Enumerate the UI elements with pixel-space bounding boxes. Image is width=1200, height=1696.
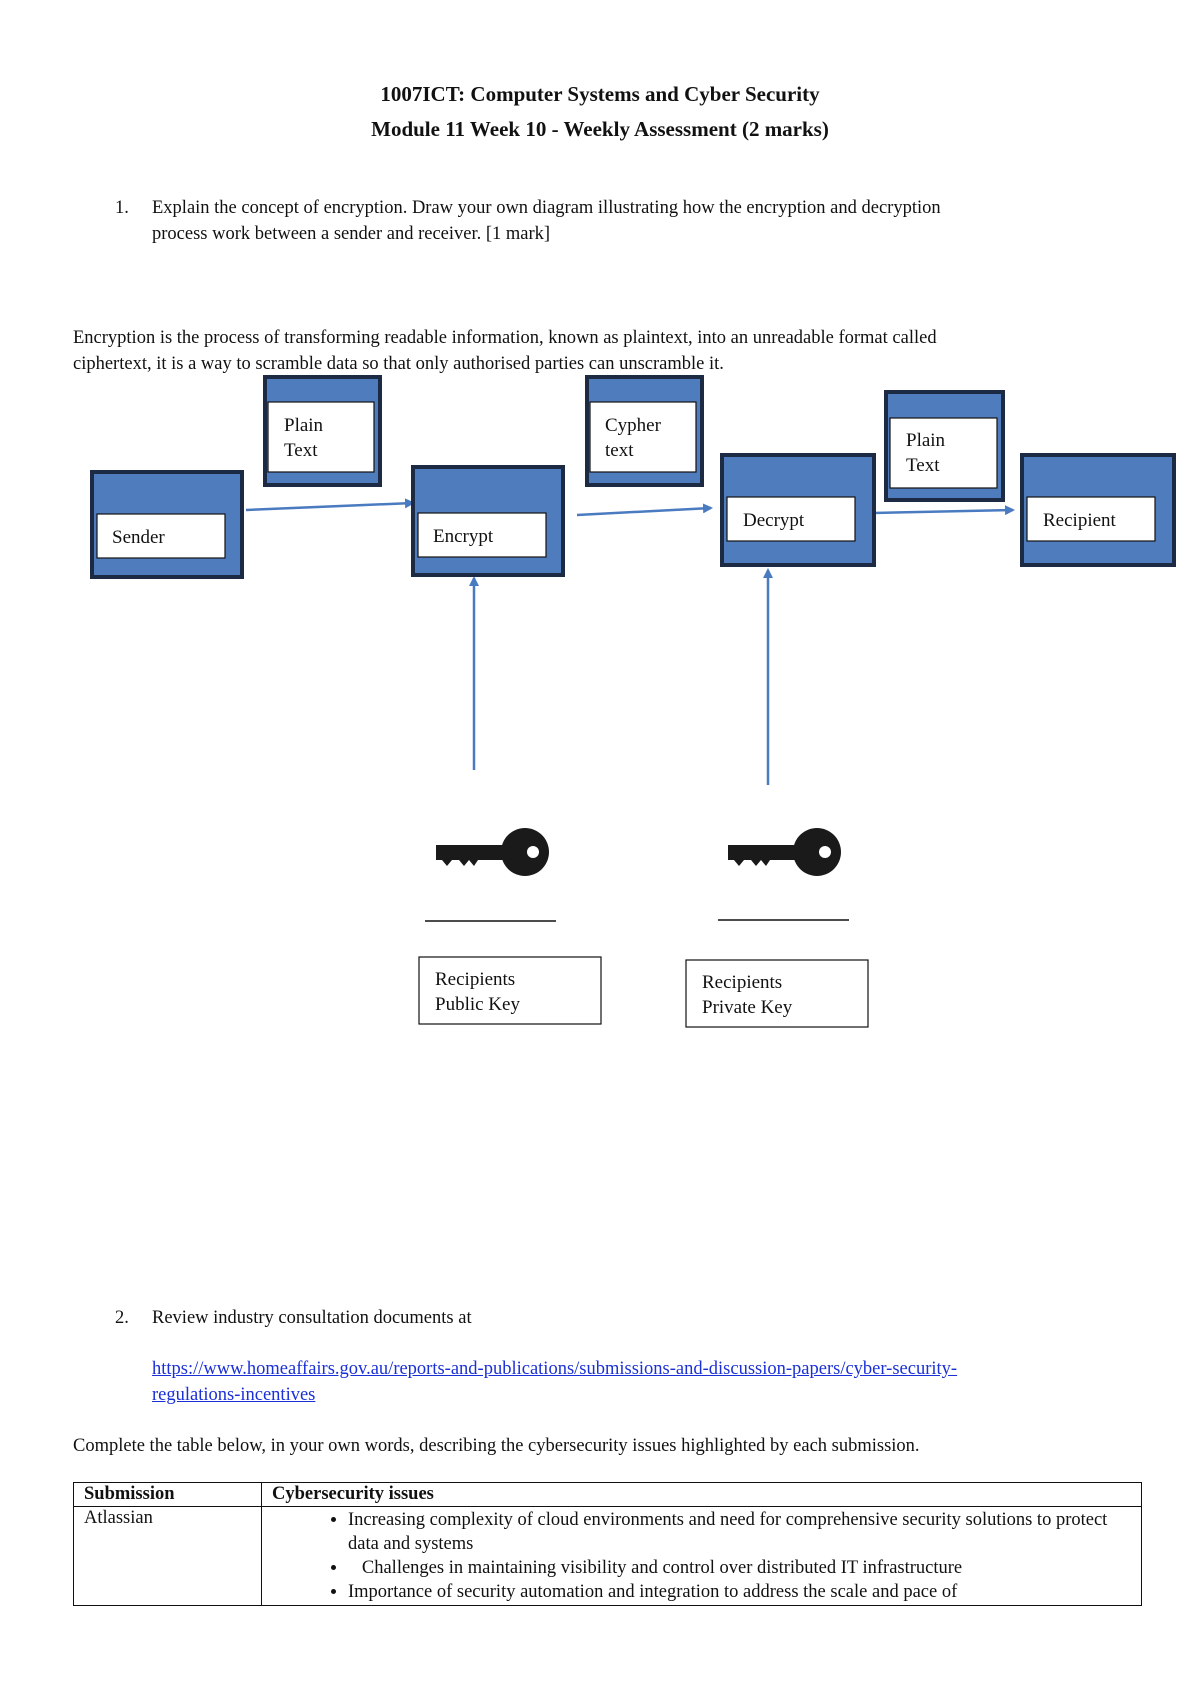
plain-text-2-line-2: Text: [906, 455, 940, 476]
sender-label: Sender: [112, 527, 165, 548]
plain-text-1-line-1: Plain: [284, 415, 324, 436]
encrypt-label: Encrypt: [433, 526, 494, 547]
issues-cell: Increasing complexity of cloud environme…: [261, 1506, 1142, 1606]
consultation-link[interactable]: https://www.homeaffairs.gov.au/reports-a…: [152, 1359, 957, 1405]
table-instruction: Complete the table below, in your own wo…: [73, 1436, 920, 1456]
submissions-table: Submission Cybersecurity issues Atlassia…: [73, 1482, 1142, 1606]
answer-1-line-2: ciphertext, it is a way to scramble data…: [73, 354, 724, 374]
question-1-line-2: process work between a sender and receiv…: [152, 224, 551, 244]
issue-item: Increasing complexity of cloud environme…: [348, 1508, 1131, 1556]
sender-node: Sender: [90, 470, 244, 579]
private-key-label-box: Recipients Private Key: [685, 959, 869, 1028]
header-submission: Submission: [73, 1482, 262, 1507]
question-1-text: Explain the concept of encryption. Draw …: [152, 195, 1132, 247]
plain-text-2-node: Plain Text: [884, 390, 1005, 502]
submission-cell: Atlassian: [73, 1506, 262, 1606]
public-key-icon: [436, 828, 549, 876]
consultation-link-line-1: https://www.homeaffairs.gov.au/reports-a…: [152, 1359, 958, 1379]
recipient-node: Recipient: [1020, 453, 1176, 567]
encrypt-node: Encrypt: [411, 465, 565, 577]
arrow-decrypt-to-recipient: [872, 505, 1015, 516]
decrypt-label: Decrypt: [743, 510, 805, 531]
question-1-line-1: Explain the concept of encryption. Draw …: [152, 198, 941, 218]
question-2-text: Review industry consultation documents a…: [152, 1308, 472, 1328]
cypher-text-node: Cypher text: [585, 375, 704, 487]
arrow-encrypt-to-decrypt: [576, 503, 713, 517]
table-row: Atlassian Increasing complexity of cloud…: [73, 1506, 1142, 1606]
private-key-icon: [728, 828, 841, 876]
table-header-row: Submission Cybersecurity issues: [73, 1482, 1142, 1507]
public-key-line-2: Public Key: [435, 994, 520, 1015]
arrow-sender-to-encrypt: [245, 498, 415, 512]
issues-list: Increasing complexity of cloud environme…: [272, 1508, 1131, 1604]
private-key-line-2: Private Key: [702, 997, 793, 1018]
plain-text-1-line-2: Text: [284, 440, 318, 461]
question-1-number: 1.: [115, 198, 129, 218]
decrypt-node: Decrypt: [720, 453, 876, 567]
cypher-text-line-1: Cypher: [605, 415, 662, 436]
issue-item: Challenges in maintaining visibility and…: [348, 1556, 1131, 1580]
plain-text-1-node: Plain Text: [263, 375, 382, 487]
document-title: 1007ICT: Computer Systems and Cyber Secu…: [380, 82, 820, 106]
consultation-link-block: https://www.homeaffairs.gov.au/reports-a…: [152, 1356, 1152, 1408]
public-key-label-box: Recipients Public Key: [418, 956, 602, 1025]
recipient-label: Recipient: [1043, 510, 1117, 531]
header-cybersecurity-issues: Cybersecurity issues: [261, 1482, 1142, 1507]
answer-1-line-1: Encryption is the process of transformin…: [73, 328, 937, 348]
consultation-link-line-2: regulations-incentives: [152, 1385, 316, 1405]
plain-text-2-line-1: Plain: [906, 430, 946, 451]
flow-arrows: [245, 498, 1015, 785]
document-subtitle: Module 11 Week 10 - Weekly Assessment (2…: [371, 117, 829, 141]
issue-item: Importance of security automation and in…: [348, 1580, 1131, 1604]
cypher-text-line-2: text: [605, 440, 634, 461]
public-key-line-1: Recipients: [435, 969, 515, 990]
private-key-line-1: Recipients: [702, 972, 782, 993]
answer-1-text: Encryption is the process of transformin…: [73, 325, 1153, 377]
question-2-number: 2.: [115, 1308, 129, 1328]
